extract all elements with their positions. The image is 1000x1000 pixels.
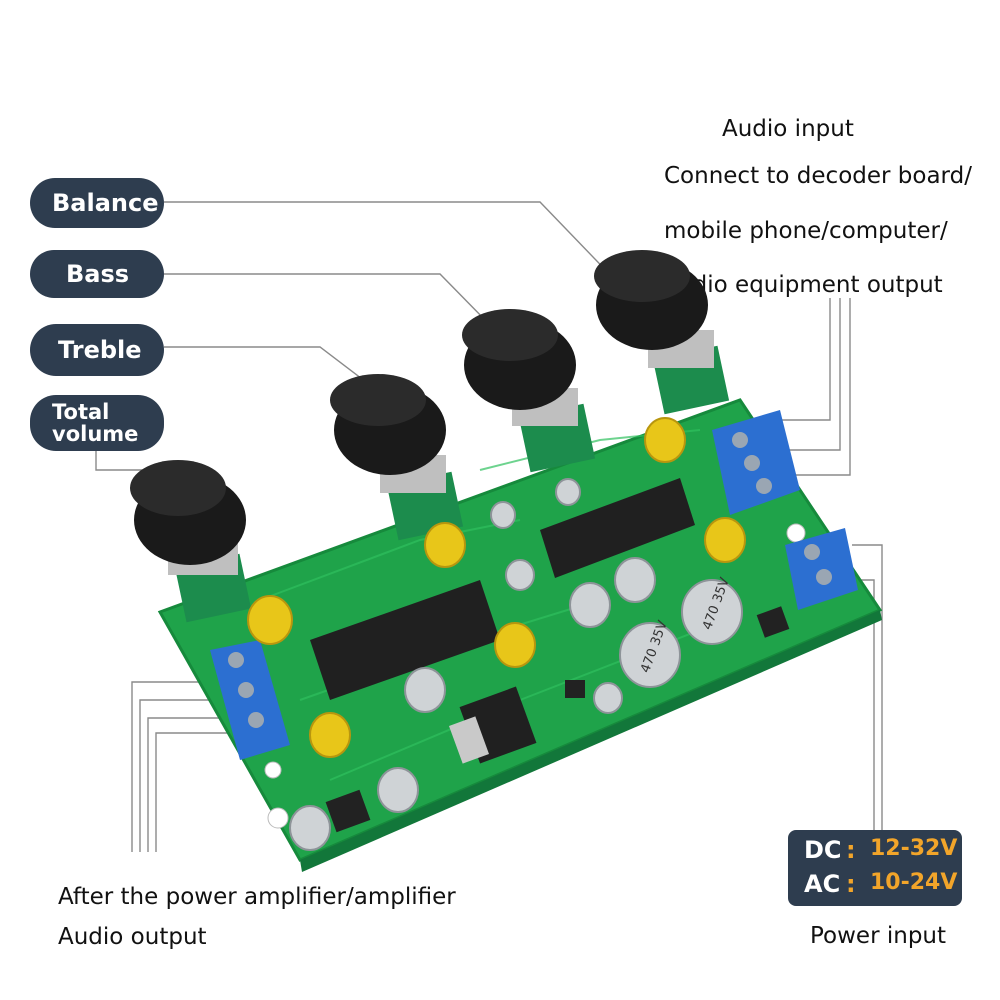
audio-input-line3: audio equipment output bbox=[664, 272, 943, 298]
ac-spec: AC : 10-24V bbox=[788, 870, 962, 904]
mounting-holes bbox=[264, 523, 806, 829]
ic-main bbox=[310, 580, 500, 700]
silver-capacitors bbox=[289, 478, 743, 851]
treble-leader bbox=[164, 346, 371, 386]
dc-separator: : bbox=[846, 836, 856, 864]
treble-knob bbox=[330, 374, 464, 541]
power-input-caption: Power input bbox=[810, 923, 947, 949]
input-leader-3 bbox=[780, 298, 851, 476]
audio-input-line1: Connect to decoder board/ bbox=[664, 163, 972, 189]
input-terminal bbox=[712, 410, 800, 515]
balance-label: Balance bbox=[30, 178, 164, 228]
ic-secondary bbox=[540, 478, 695, 578]
dc-label: DC bbox=[804, 836, 842, 864]
power-spec-box: DC : 12-32V AC : 10-24V bbox=[788, 830, 962, 906]
pcb-edge bbox=[300, 610, 882, 872]
input-leader-1 bbox=[760, 298, 831, 421]
input-leader-2 bbox=[770, 298, 841, 451]
audio-output-line1: After the power amplifier/amplifier bbox=[58, 884, 456, 910]
ac-value: 10-24V bbox=[870, 870, 958, 895]
balance-knob bbox=[594, 250, 730, 415]
ac-separator: : bbox=[846, 870, 856, 898]
dc-spec: DC : 12-32V bbox=[788, 836, 962, 870]
volume-knob bbox=[130, 460, 252, 623]
bass-knob bbox=[462, 309, 596, 473]
power-terminal bbox=[785, 528, 858, 610]
power-leader-1 bbox=[852, 544, 883, 830]
balance-leader bbox=[164, 201, 621, 286]
audio-output-line2: Audio output bbox=[58, 924, 207, 950]
output-leader-4 bbox=[155, 732, 240, 852]
bass-label: Bass bbox=[30, 250, 164, 298]
ac-label: AC bbox=[804, 870, 841, 898]
regulator bbox=[449, 686, 537, 764]
output-terminal bbox=[210, 640, 290, 760]
yellow-capacitors bbox=[247, 417, 746, 758]
output-leader-3 bbox=[147, 717, 234, 852]
transistors bbox=[325, 606, 790, 833]
output-leader-1 bbox=[131, 681, 222, 852]
audio-input-line2: mobile phone/computer/ bbox=[664, 218, 948, 244]
audio-input-title: Audio input bbox=[722, 116, 854, 142]
dc-value: 12-32V bbox=[870, 836, 958, 861]
output-leader-2 bbox=[139, 699, 228, 852]
treble-label: Treble bbox=[30, 324, 164, 376]
bass-leader bbox=[164, 273, 491, 326]
